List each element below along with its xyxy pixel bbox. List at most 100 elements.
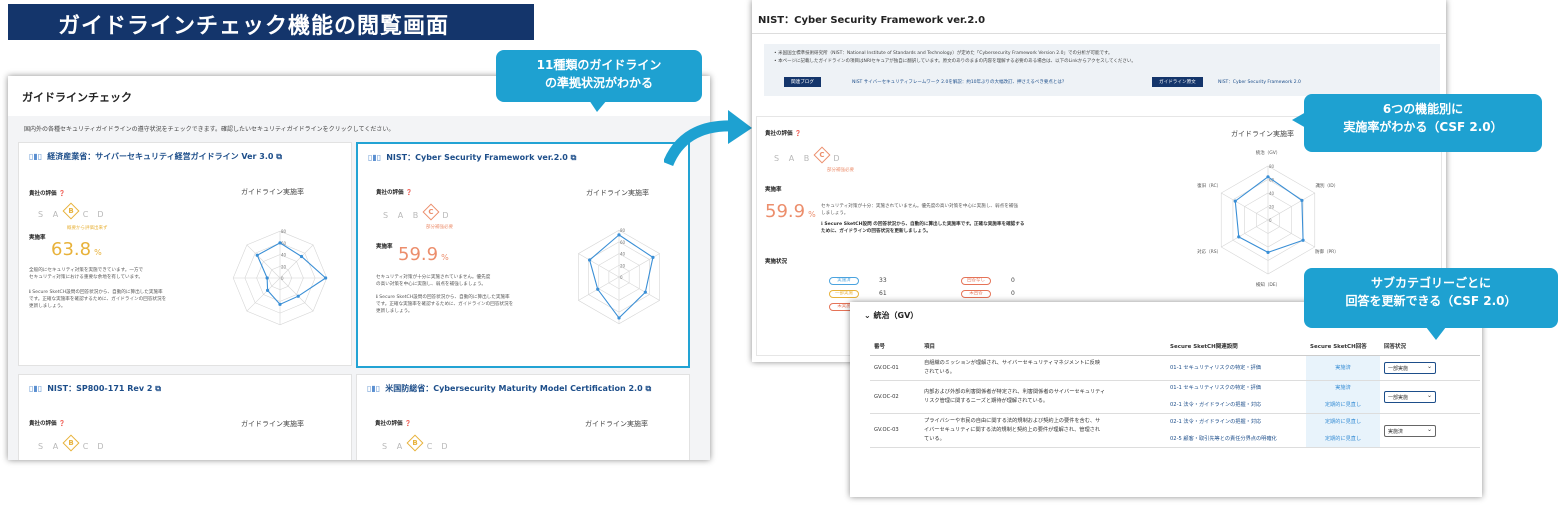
card-title[interactable]: NIST：SP800-171 Rev 2 (47, 384, 153, 393)
row-id: GV.OC-01 (870, 355, 920, 381)
radar-point (1301, 238, 1305, 242)
external-link-icon: ⧉ (276, 152, 282, 161)
guideline-source-button[interactable]: ガイドライン原文 (1152, 77, 1203, 87)
help-icon: ❓ (58, 421, 66, 427)
table-row: GV.OC-02 内部および外部の利害関係者が特定され、利害関係者のサイバーセキ… (870, 380, 1480, 414)
radar-spoke (279, 244, 314, 279)
bar-chart-icon: ▯▮▯ (368, 153, 382, 162)
eval-label: 貴社の評価 ❓ (375, 421, 412, 427)
card-title-link[interactable]: ▯▮▯ 米国防総省：Cybersecurity Maturity Model Ce… (367, 383, 651, 394)
col-header: Secure SketCH回答 (1306, 334, 1380, 356)
radar-series-line (256, 242, 327, 305)
rate-label: 実施率 (765, 187, 782, 193)
row-item: プライバシーや市民の自由に関する法的規制および契約上の要件を含む、サイバーセキュ… (920, 413, 1166, 448)
card-title[interactable]: NIST：Cyber Security Framework ver.2.0 (386, 153, 568, 162)
status-partial-badge: 一部実施 (829, 290, 859, 298)
related-blog-link[interactable]: NIST サイバーセキュリティフレームワーク 2.0を解説：約10年ぶりの大幅改… (852, 80, 1067, 85)
radar-point (278, 302, 282, 306)
grade-note: 概要から評価出来ず (67, 226, 108, 231)
radar-point (617, 316, 621, 320)
radar-spoke (578, 253, 620, 278)
flow-arrow-icon (664, 110, 752, 167)
radar-point (255, 253, 259, 257)
radar-spoke (618, 276, 660, 301)
guideline-card-cmmc[interactable]: ▯▮▯ 米国防総省：Cybersecurity Maturity Model Ce… (356, 374, 690, 460)
col-header: 項目 (920, 334, 1166, 356)
status-done-badge: 実施済 (829, 277, 859, 285)
radar-spoke (1267, 192, 1315, 221)
radar-tick-label: 20 (1269, 205, 1275, 210)
status-select[interactable]: 実施済 (1384, 424, 1436, 437)
card-title-link[interactable]: ▯▮▯ NIST：Cyber Security Framework ver.2.0… (368, 152, 576, 163)
grade-note: 部分補強必要 (426, 225, 453, 230)
col-header: Secure SketCH関連設問 (1166, 334, 1306, 356)
eval-label: 貴社の評価 ❓ (29, 191, 66, 197)
rate-info: ℹ Secure SketCH設問の回答状況から、自動的に算出した実施率です。正… (29, 290, 167, 309)
row-status[interactable]: 一部実施 (1380, 380, 1480, 414)
guideline-source-link[interactable]: NIST：Cyber Security Framework 2.0 (1218, 80, 1301, 85)
col-header: 番号 (870, 334, 920, 356)
table-row: GV.OC-01 自組織のミッションが理解され、サイバーセキュリティマネジメント… (870, 355, 1480, 381)
radar-point (651, 255, 655, 260)
rate-description: 全般的にセキュリティ対策を実施できています。一方でセキュリティ対策における重要な… (29, 268, 144, 280)
radar-tick-label: 0 (1269, 218, 1272, 223)
external-link-icon: ⧉ (645, 384, 652, 393)
radar-point (643, 290, 647, 294)
radar-point (617, 233, 621, 237)
radar-spoke (1221, 219, 1269, 248)
radar-spoke (1267, 219, 1315, 248)
subcategory-table-panel: ⌄ 統治（GV） 番号 項目 Secure SketCH関連設問 Secure … (850, 302, 1482, 497)
card-title[interactable]: 米国防総省：Cybersecurity Maturity Model Certi… (385, 384, 643, 393)
radar-point (265, 288, 270, 293)
radar-point (299, 254, 304, 259)
radar-spoke (1221, 192, 1269, 221)
row-item: 自組織のミッションが理解され、サイバーセキュリティマネジメントに反映されている。 (920, 355, 1166, 381)
status-unanswered-count: 0 (1011, 290, 1015, 297)
row-answer: 定期的に見直し定期的に見直し (1306, 413, 1380, 448)
bar-chart-icon: ▯▮▯ (367, 384, 381, 393)
status-done-count: 33 (879, 277, 887, 284)
guideline-card-nist-csf[interactable]: ▯▮▯ NIST：Cyber Security Framework ver.2.0… (356, 142, 690, 368)
radar-point (278, 241, 282, 245)
radar-point (588, 258, 592, 262)
row-related[interactable]: 01-1 セキュリティリスクの特定・評価 (1166, 355, 1306, 381)
eval-label: 貴社の評価 ❓ (765, 131, 802, 137)
card-title-link[interactable]: ▯▮▯NIST：SP800-171 Rev 2 ⧉ (29, 383, 161, 394)
radar-axis-label: 識別（ID） (1315, 182, 1338, 189)
section-toggle[interactable]: ⌄ 統治（GV） (864, 311, 919, 320)
csf-radar-chart: 806040200統治（GV）識別（ID）防御（PR）検知（DE）対応（RS）復… (1197, 149, 1339, 288)
related-blog-button[interactable]: 関連ブログ (784, 77, 821, 87)
rate-value: 59.9% (398, 244, 449, 265)
rate-description: セキュリティ対策が十分に実施されていません。優先度の高い対策を中心に実施し、弱点… (376, 275, 491, 287)
status-noanswer-badge: 回答なし (961, 277, 991, 285)
radar-tick-label: 80 (281, 229, 287, 234)
help-icon: ❓ (405, 190, 413, 196)
row-status[interactable]: 実施済 (1380, 413, 1480, 448)
radar-point (1266, 175, 1270, 179)
rate-value: 63.8% (51, 239, 102, 260)
status-select[interactable]: 一部実施 (1384, 391, 1436, 403)
guideline-card-meti[interactable]: ▯▮▯経済産業省：サイバーセキュリティ経営ガイドライン Ver 3.0 ⧉ 貴社… (18, 142, 352, 366)
card-title[interactable]: 経済産業省：サイバーセキュリティ経営ガイドライン Ver 3.0 (47, 152, 274, 161)
external-link-icon: ⧉ (570, 153, 577, 162)
radar-point (596, 287, 600, 291)
status-select[interactable]: 一部実施 (1384, 362, 1436, 374)
row-status[interactable]: 一部実施 (1380, 355, 1480, 381)
row-answer: 実施済定期的に見直し (1306, 380, 1380, 414)
chevron-down-icon: ⌄ (864, 311, 871, 320)
chart-title: ガイドライン実施率 (241, 188, 304, 196)
chart-title: ガイドライン実施率 (241, 420, 304, 428)
radar-tick-label: 40 (620, 252, 626, 257)
card-title-link[interactable]: ▯▮▯経済産業省：サイバーセキュリティ経営ガイドライン Ver 3.0 ⧉ (29, 151, 282, 162)
chart-title: ガイドライン実施率 (585, 420, 648, 428)
radar-spoke (246, 277, 281, 312)
status-unanswered-badge: 未回答 (961, 290, 991, 298)
radar-point (1237, 235, 1241, 239)
radar-tick-label: 80 (1269, 164, 1275, 169)
chart-title: ガイドライン実施率 (586, 189, 649, 197)
